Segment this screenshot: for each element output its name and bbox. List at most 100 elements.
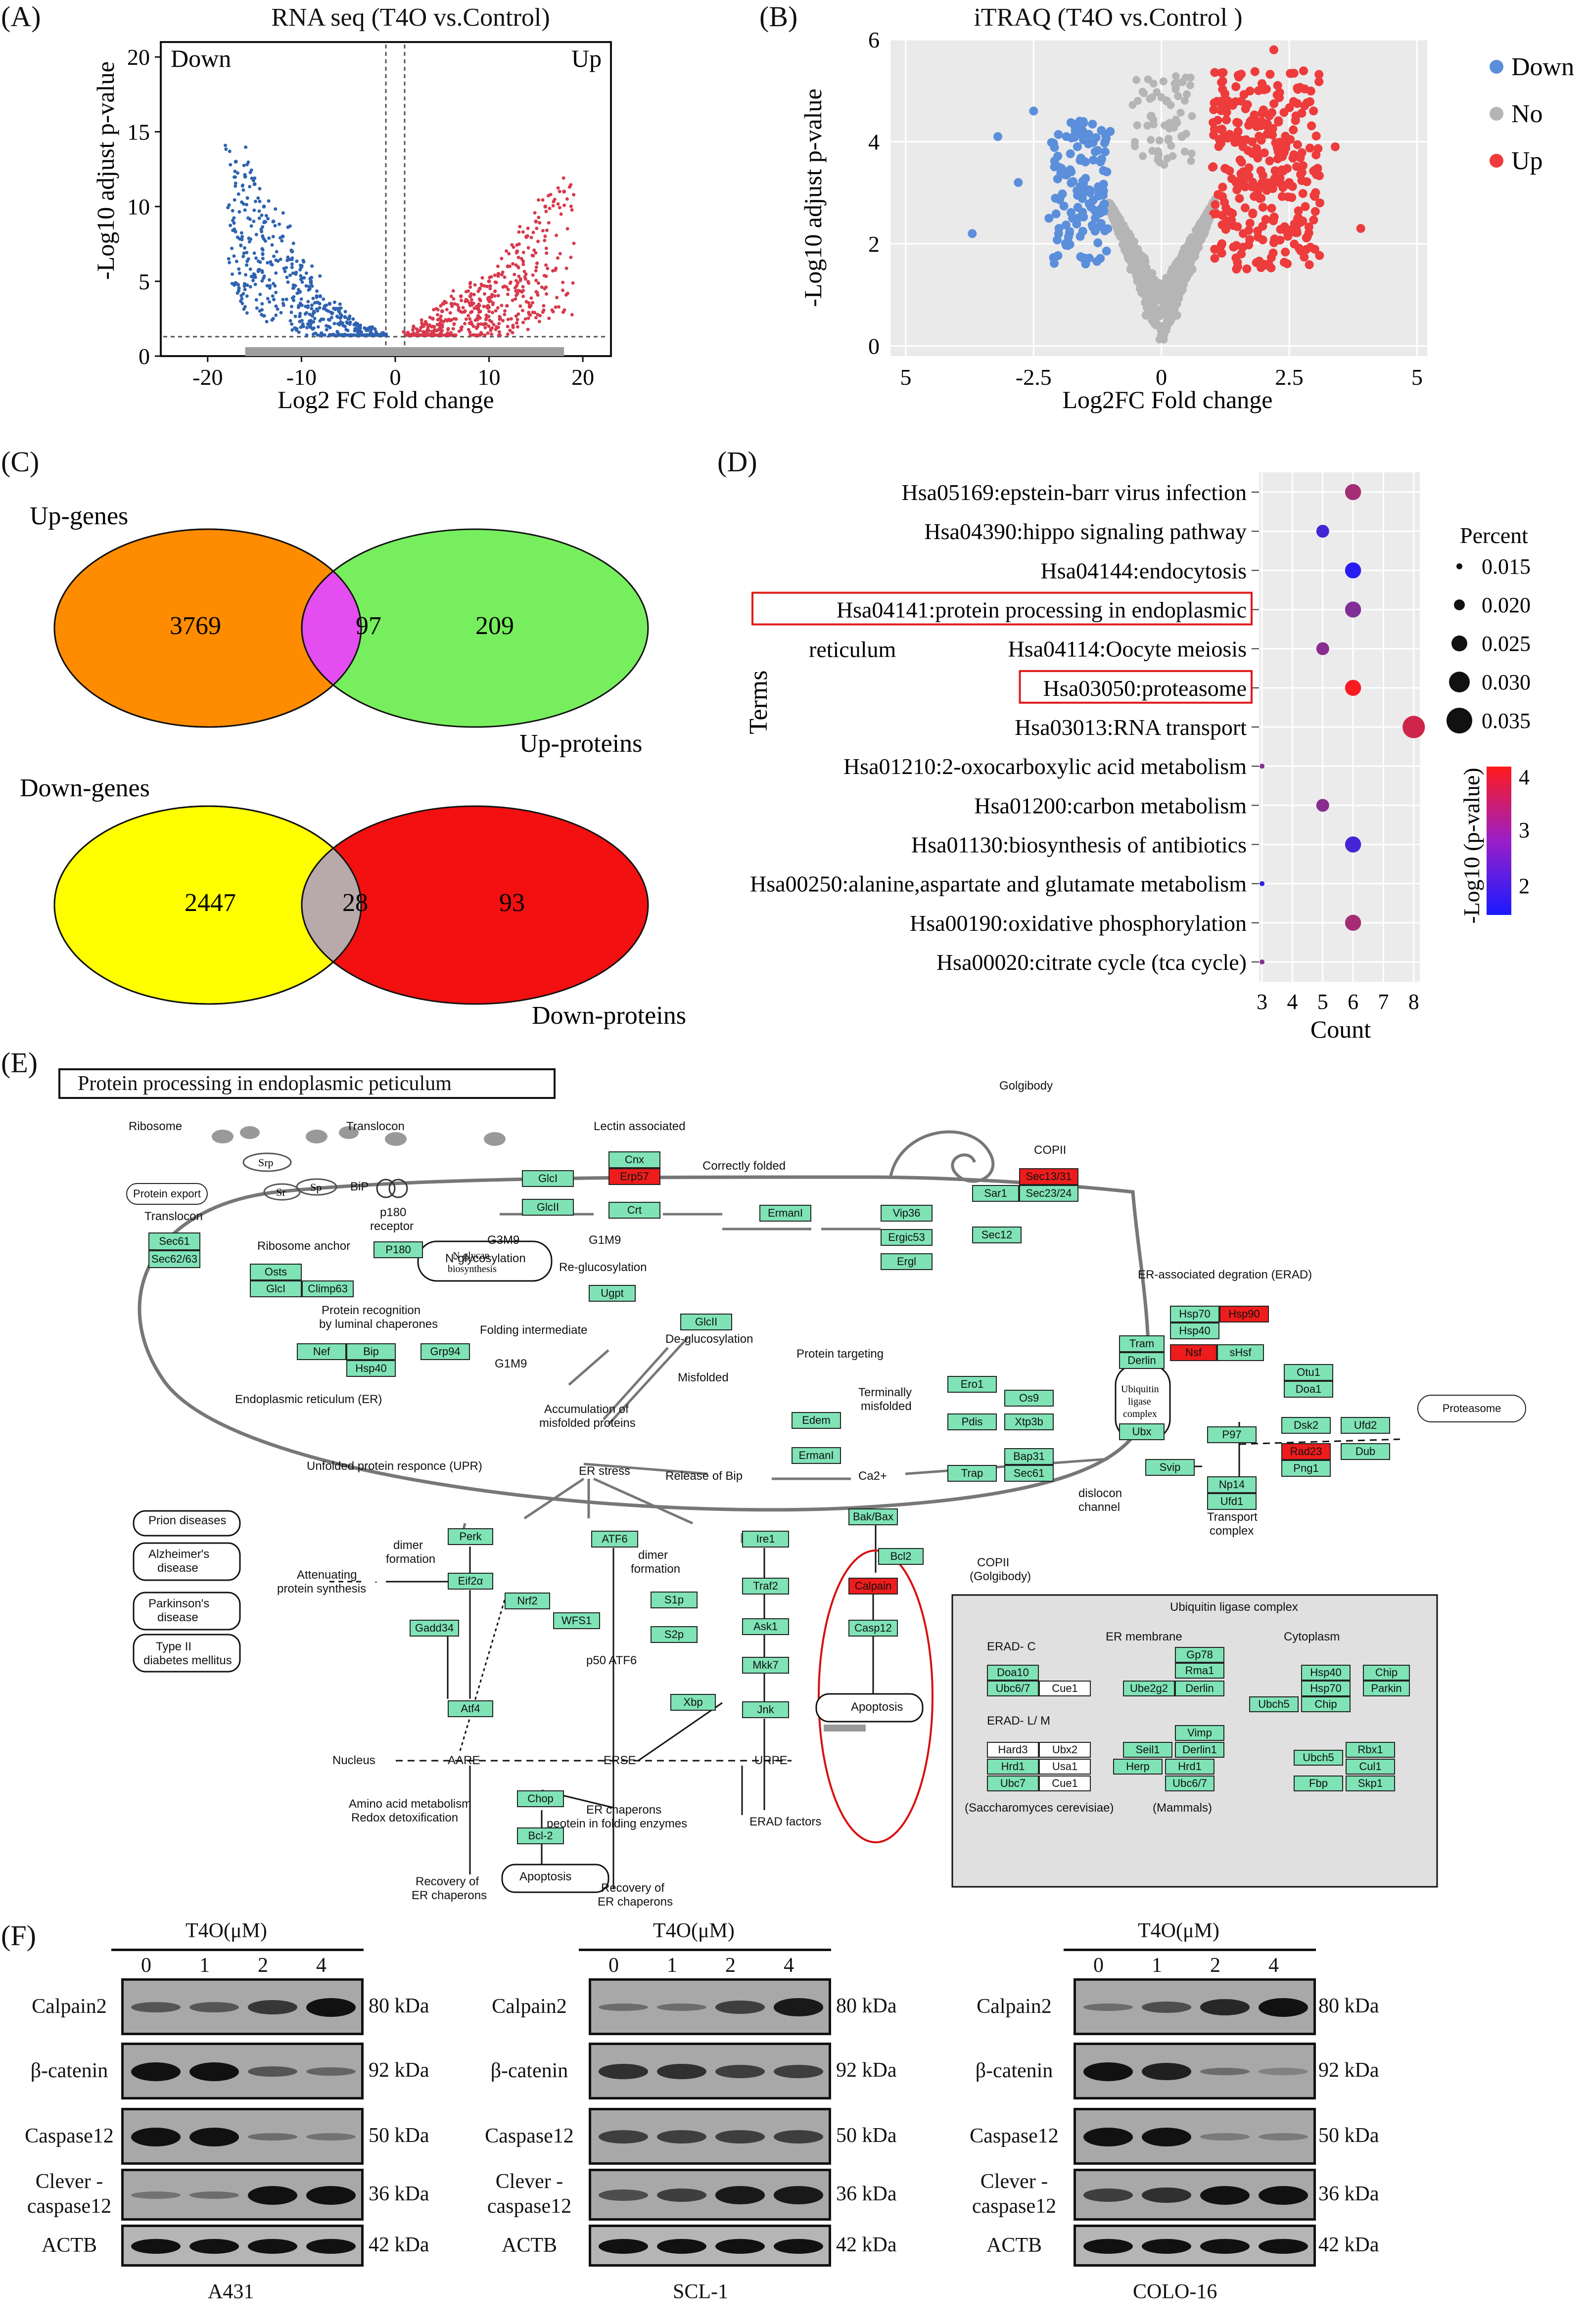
panel-d-size-legend-dot [1456,563,1462,569]
wb-blot-1 [1074,2043,1316,2099]
panel-d-dot [1316,642,1329,655]
apoptosis-pill-right [815,1693,924,1723]
panel-d-xtick: 4 [1287,990,1298,1014]
panel-b-point-down [1044,214,1054,223]
wb-band [306,2238,356,2254]
wb-blot-2 [121,2108,364,2165]
panel-b-xtick: 0 [1156,365,1167,390]
panel-a-point-up [468,294,472,299]
panel-a-point-down [290,249,294,254]
panel-d-dot [1345,914,1361,931]
panel-e-label: (E) [1,1047,38,1079]
wb-row-label: Clever - caspase12 [27,2170,112,2218]
panel-b-ytick: 6 [868,27,880,52]
wb-row-label: ACTB [986,2233,1042,2257]
panel-b-point-down [1014,178,1023,187]
wb-band [1200,2238,1250,2254]
wb-band [715,2238,765,2254]
panel-d-enrichment-plot: Hsa05169:epstein-barr virus infectionHsa… [745,472,1531,1043]
wb-size-label: 36 kDa [1318,2182,1379,2205]
panel-b-title: iTRAQ (T4O vs.Control ) [974,3,1243,32]
panel-b-legend-label: Up [1511,147,1543,175]
wb-band [715,2186,765,2204]
panel-b-ytick: 2 [868,231,880,257]
panel-b-point-no [1111,214,1120,223]
panel-b-legend-label: No [1511,100,1543,128]
panel-b-point-up [1356,224,1365,233]
wb-band [248,2238,297,2254]
panel-b-xtick: 5 [1411,365,1423,390]
panel-b-point-down [1095,208,1105,218]
wb-band [1259,1998,1308,2017]
ubiquitin-ligase-complex-panel [951,1594,1438,1888]
type2-diabetes-pill [133,1634,241,1673]
panel-b-ytick: 0 [868,333,880,359]
venn-up-right-count: 209 [475,612,514,640]
venn-up-overlap-count: 97 [356,612,381,640]
wb-band [1083,2062,1133,2081]
wb-band [1259,2067,1308,2076]
wb-dose-label: 1 [1152,1954,1162,1977]
panel-a-point-down [318,294,323,299]
panel-d-dot [1260,881,1265,886]
panel-a-point-down [346,317,351,321]
wb-dose-label: 0 [141,1954,151,1977]
wb-blot-2 [589,2108,831,2165]
wb-size-label: 36 kDa [369,2182,429,2205]
wb-band [599,2003,648,2011]
wb-band [1200,1999,1250,2015]
wb-treatment-bar [579,1949,831,1951]
panel-a-point-down [337,309,341,314]
wb-size-label: 50 kDa [1318,2124,1379,2147]
panel-d-color-bar [1487,767,1511,915]
prion-diseases-pill [133,1510,241,1537]
wb-band [657,2188,706,2202]
ribosome-blob [385,1132,407,1146]
wb-band [248,2186,297,2205]
wb-blot-3 [1074,2169,1316,2221]
panel-b-point-no [1157,331,1166,340]
wb-cell-line-label: COLO-16 [1133,2280,1217,2303]
panel-b-ytick: 4 [868,129,880,154]
wb-band [715,2001,765,2014]
wb-dose-label: 2 [1210,1954,1220,1977]
panel-b-point-up [1269,45,1278,54]
panel-a-corner-up: Up [571,45,602,72]
parkinsons-pill [133,1592,241,1631]
panel-a-xtick: 20 [571,365,594,390]
wb-size-label: 42 kDa [369,2233,429,2256]
panel-d-xlabel: Count [1310,1015,1371,1043]
panel-d-size-legend-dot [1451,636,1467,651]
panel-a-point-up [421,324,425,328]
panel-b-point-up [1285,178,1294,187]
panel-d-dot [1345,484,1361,501]
panel-a-label: (A) [1,0,41,33]
panel-d-size-legend-dot [1449,672,1470,692]
panel-d-dot [1316,525,1329,538]
panel-a-ytick: 10 [127,194,150,220]
panel-a-point-up [430,317,435,321]
panel-a-point-down [327,302,332,306]
panel-a-point-down [252,182,257,186]
panel-d-size-legend-dot [1454,599,1465,610]
alzheimers-pill [133,1542,241,1581]
panel-b-point-no [1172,311,1181,320]
wb-dose-label: 4 [784,1954,794,1977]
panel-b-ylabel: -Log10 adjust p-value [799,89,827,307]
wb-treatment-bar [111,1949,364,1951]
panel-d-term-label: Hsa03013:RNA transport [1015,715,1247,740]
wb-band [1142,2187,1191,2203]
ribosome-blob [212,1130,234,1143]
wb-band [306,1998,356,2017]
wb-cell-line-label: A431 [208,2280,254,2303]
wb-band [657,2238,706,2254]
n-glycan-biosynthesis-pill [417,1240,553,1282]
panel-b-point-no [1141,311,1151,320]
wb-row-label: Clever - caspase12 [972,2170,1057,2218]
panel-b-label: (B) [759,0,798,33]
wb-band [1142,2238,1191,2254]
panel-d-dot [1345,562,1361,579]
panel-d-dot [1345,680,1361,696]
wb-row-label: β-catenin [30,2059,108,2082]
panel-b-point-down [1085,188,1094,197]
